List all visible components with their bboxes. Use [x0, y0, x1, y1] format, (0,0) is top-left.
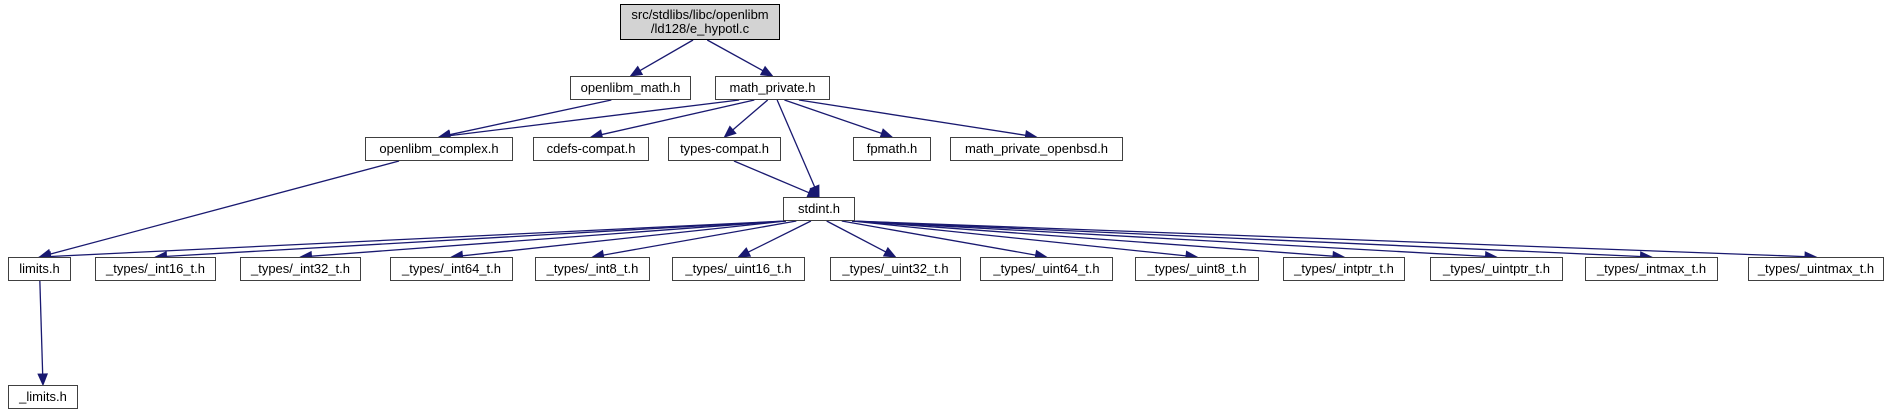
graph-node-label: _limits.h: [19, 389, 67, 404]
graph-node-label: _types/_intmax_t.h: [1596, 261, 1707, 276]
graph-node-label: openlibm_math.h: [580, 80, 681, 95]
graph-node-label: _types/_intptr_t.h: [1294, 261, 1394, 276]
graph-node-label: _types/_uint8_t.h: [1147, 261, 1247, 276]
graph-edge-math_private-to-cdefs_compat: [589, 99, 755, 140]
graph-node-label: limits.h: [19, 261, 60, 276]
graph-edge-stdint-to-int64: [450, 220, 787, 262]
graph-node-math_private[interactable]: math_private.h: [715, 76, 830, 100]
graph-node-root[interactable]: src/stdlibs/libc/openlibm/ld128/e_hypotl…: [620, 4, 780, 40]
graph-node-intptr[interactable]: _types/_intptr_t.h: [1283, 257, 1405, 281]
graph-node-cdefs_compat[interactable]: cdefs-compat.h: [533, 137, 649, 161]
graph-node-uintmax[interactable]: _types/_uintmax_t.h: [1748, 257, 1884, 281]
graph-edge-stdint-to-int8: [591, 220, 797, 261]
graph-node-label: math_private.h: [729, 80, 816, 95]
graph-node-label-line2: /ld128/e_hypotl.c: [650, 21, 750, 36]
graph-node-label: _types/_uint16_t.h: [685, 261, 792, 276]
graph-node-label: _types/_int32_t.h: [250, 261, 351, 276]
graph-node-openlibm_complex[interactable]: openlibm_complex.h: [365, 137, 513, 161]
graph-node-math_private_openbsd[interactable]: math_private_openbsd.h: [950, 137, 1123, 161]
graph-node-label: cdefs-compat.h: [546, 141, 636, 156]
graph-edge-root-to-openlibm_math: [629, 39, 694, 77]
graph-node-uint64[interactable]: _types/_uint64_t.h: [980, 257, 1113, 281]
graph-edge-root-to-math_private: [706, 39, 774, 77]
graph-node-int32[interactable]: _types/_int32_t.h: [240, 257, 361, 281]
graph-edge-math_private-to-math_private_openbsd: [798, 99, 1038, 141]
graph-edge-stdint-to-intmax: [851, 220, 1653, 262]
graph-node-label: _types/_uint64_t.h: [993, 261, 1100, 276]
graph-node-label-line1: src/stdlibs/libc/openlibm: [631, 7, 769, 22]
graph-node-uint32[interactable]: _types/_uint32_t.h: [830, 257, 961, 281]
graph-node-types_compat[interactable]: types-compat.h: [668, 137, 781, 161]
graph-node-label: _types/_int8_t.h: [546, 261, 639, 276]
graph-edge-stdint-to-uint32: [826, 220, 897, 258]
graph-node-label: _types/_uintmax_t.h: [1757, 261, 1875, 276]
graph-edge-stdint-to-uintptr: [851, 220, 1498, 262]
graph-node-int64[interactable]: _types/_int64_t.h: [390, 257, 513, 281]
graph-node-label: _types/_uint32_t.h: [842, 261, 949, 276]
graph-node-label: _types/_int16_t.h: [105, 261, 206, 276]
graph-node-label: _types/_uintptr_t.h: [1443, 261, 1550, 276]
graph-node-fpmath[interactable]: fpmath.h: [853, 137, 931, 161]
graph-node-label: fpmath.h: [866, 141, 918, 156]
graph-edge-math_private-to-types_compat: [723, 99, 769, 138]
graph-edge-math_private-to-fpmath: [784, 99, 894, 139]
graph-node-label: stdint.h: [798, 201, 840, 216]
graph-node-uintptr[interactable]: _types/_uintptr_t.h: [1430, 257, 1563, 281]
graph-node-limits[interactable]: limits.h: [8, 257, 71, 281]
graph-edge-openlibm_math-to-openlibm_complex: [437, 99, 612, 140]
graph-edge-math_private-to-openlibm_complex: [437, 99, 740, 141]
graph-edge-stdint-to-uint64: [841, 220, 1048, 261]
graph-node-label: _types/_int64_t.h: [401, 261, 502, 276]
graph-edge-math_private-to-stdint: [776, 99, 820, 199]
graph-node-stdint[interactable]: stdint.h: [783, 197, 855, 221]
graph-edge-openlibm_complex-to-limits: [38, 160, 400, 260]
graph-edge-limits-to-_limits: [37, 280, 49, 387]
graph-node-intmax[interactable]: _types/_intmax_t.h: [1585, 257, 1718, 281]
graph-edge-stdint-to-int32: [299, 220, 787, 262]
graph-node-openlibm_math[interactable]: openlibm_math.h: [570, 76, 691, 100]
graph-edge-stdint-to-limits: [38, 220, 787, 262]
graph-node-label: types-compat.h: [680, 141, 769, 156]
graph-edge-types_compat-to-stdint: [733, 160, 821, 198]
graph-node-int8[interactable]: _types/_int8_t.h: [535, 257, 650, 281]
graph-edge-stdint-to-intptr: [851, 220, 1346, 262]
graph-node-uint16[interactable]: _types/_uint16_t.h: [672, 257, 805, 281]
graph-node-label: math_private_openbsd.h: [964, 141, 1109, 156]
graph-edge-stdint-to-uintmax: [851, 220, 1818, 262]
graph-edge-stdint-to-uint16: [737, 220, 812, 258]
graph-node-label: openlibm_complex.h: [379, 141, 499, 156]
graph-node-_limits[interactable]: _limits.h: [8, 385, 78, 409]
graph-edge-stdint-to-uint8: [851, 220, 1199, 262]
graph-node-int16[interactable]: _types/_int16_t.h: [95, 257, 216, 281]
graph-edge-stdint-to-int16: [154, 220, 787, 262]
graph-node-uint8[interactable]: _types/_uint8_t.h: [1135, 257, 1259, 281]
